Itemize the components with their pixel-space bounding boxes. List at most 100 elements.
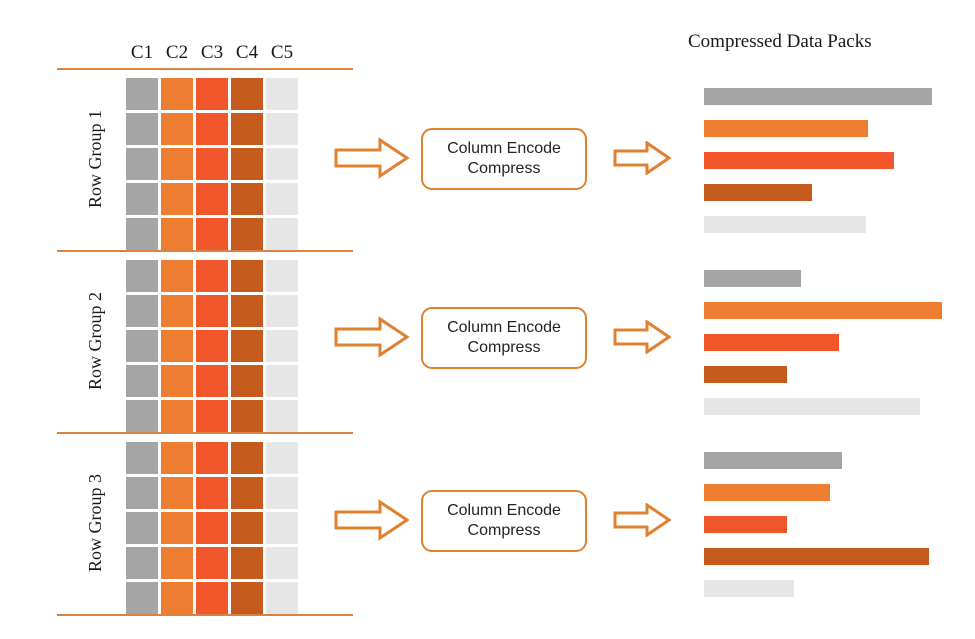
grid-cell [196, 148, 228, 180]
grid-cell [161, 512, 193, 544]
grid-cell [196, 113, 228, 145]
grid-cell [266, 330, 298, 362]
right-arrow-to-packs [613, 320, 671, 354]
right-arrow-to-encoder [334, 137, 410, 179]
column-header-c3: C3 [200, 42, 224, 63]
grid-cell [196, 442, 228, 474]
grid-cell [231, 582, 263, 614]
row-group-label-2: Row Group 2 [85, 292, 105, 390]
grid-cell [161, 218, 193, 250]
grid-cell [196, 400, 228, 432]
process-box-line2: Compress [467, 339, 541, 356]
grid-cell [161, 582, 193, 614]
grid-cell [161, 547, 193, 579]
grid-cell [161, 295, 193, 327]
process-box-line1: Column Encode [447, 140, 561, 157]
right-arrow-to-packs [613, 141, 671, 175]
compressed-bar [704, 216, 866, 233]
grid-cell [231, 547, 263, 579]
right-arrow-to-packs [613, 503, 671, 537]
process-box-line1: Column Encode [447, 319, 561, 336]
grid-cell [126, 78, 158, 110]
grid-cell [126, 148, 158, 180]
grid-cell [231, 113, 263, 145]
rule-bottom [57, 614, 353, 616]
grid-cell [161, 113, 193, 145]
grid-cell [161, 365, 193, 397]
grid-cell [196, 512, 228, 544]
grid-cell [161, 442, 193, 474]
grid-cell [196, 477, 228, 509]
process-box-line2: Compress [467, 160, 541, 177]
grid-cell [231, 512, 263, 544]
process-box-group2[interactable]: Column Encode Compress [421, 307, 587, 369]
grid-cell [266, 113, 298, 145]
grid-cell [231, 477, 263, 509]
grid-cell [161, 78, 193, 110]
process-box-line1: Column Encode [447, 502, 561, 519]
grid-cell [266, 218, 298, 250]
right-arrow-to-encoder [334, 499, 410, 541]
grid-cell [126, 400, 158, 432]
grid-cell [126, 295, 158, 327]
grid-cell [266, 78, 298, 110]
grid-cell [266, 477, 298, 509]
compressed-bar [704, 120, 868, 137]
grid-cell [231, 400, 263, 432]
grid-cell [196, 547, 228, 579]
grid-cell [266, 148, 298, 180]
compressed-bar [704, 184, 812, 201]
row-group-label-1: Row Group 1 [85, 110, 105, 208]
compressed-bar [704, 366, 787, 383]
grid-cell [231, 365, 263, 397]
row-group-label-3: Row Group 3 [85, 474, 105, 572]
process-box-group3[interactable]: Column Encode Compress [421, 490, 587, 552]
grid-cell [196, 260, 228, 292]
compressed-bar [704, 88, 932, 105]
column-header-c5: C5 [270, 42, 294, 63]
grid-cell [266, 260, 298, 292]
grid-cell [231, 148, 263, 180]
column-header-c4: C4 [235, 42, 259, 63]
grid-cell [126, 183, 158, 215]
grid-cell [266, 512, 298, 544]
compressed-bar [704, 334, 839, 351]
grid-cell [231, 218, 263, 250]
compressed-bar [704, 302, 942, 319]
grid-cell [126, 547, 158, 579]
grid-cell [161, 400, 193, 432]
grid-cell [126, 365, 158, 397]
grid-cell [196, 183, 228, 215]
grid-cell [161, 260, 193, 292]
grid-cell [126, 442, 158, 474]
grid-cell [231, 78, 263, 110]
grid-cell [266, 547, 298, 579]
grid-cell [126, 113, 158, 145]
column-header-c1: C1 [130, 42, 154, 63]
grid-cell [266, 295, 298, 327]
grid-cell [231, 183, 263, 215]
process-box-line2: Compress [467, 522, 541, 539]
compressed-bar [704, 398, 920, 415]
process-box-group1[interactable]: Column Encode Compress [421, 128, 587, 190]
compressed-data-packs-title: Compressed Data Packs [688, 31, 872, 52]
compressed-bar [704, 452, 842, 469]
grid-cell [161, 148, 193, 180]
compressed-bar [704, 548, 929, 565]
grid-cell [161, 330, 193, 362]
grid-cell [266, 365, 298, 397]
grid-cell [161, 477, 193, 509]
grid-cell [231, 442, 263, 474]
grid-cell [196, 218, 228, 250]
grid-cell [126, 477, 158, 509]
grid-cell [196, 295, 228, 327]
rule-top [57, 68, 353, 70]
right-arrow-to-encoder [334, 316, 410, 358]
column-header-c2: C2 [165, 42, 189, 63]
grid-cell [231, 330, 263, 362]
grid-cell [266, 400, 298, 432]
rule-group1-group2 [57, 250, 353, 252]
grid-cell [266, 442, 298, 474]
grid-cell [196, 582, 228, 614]
